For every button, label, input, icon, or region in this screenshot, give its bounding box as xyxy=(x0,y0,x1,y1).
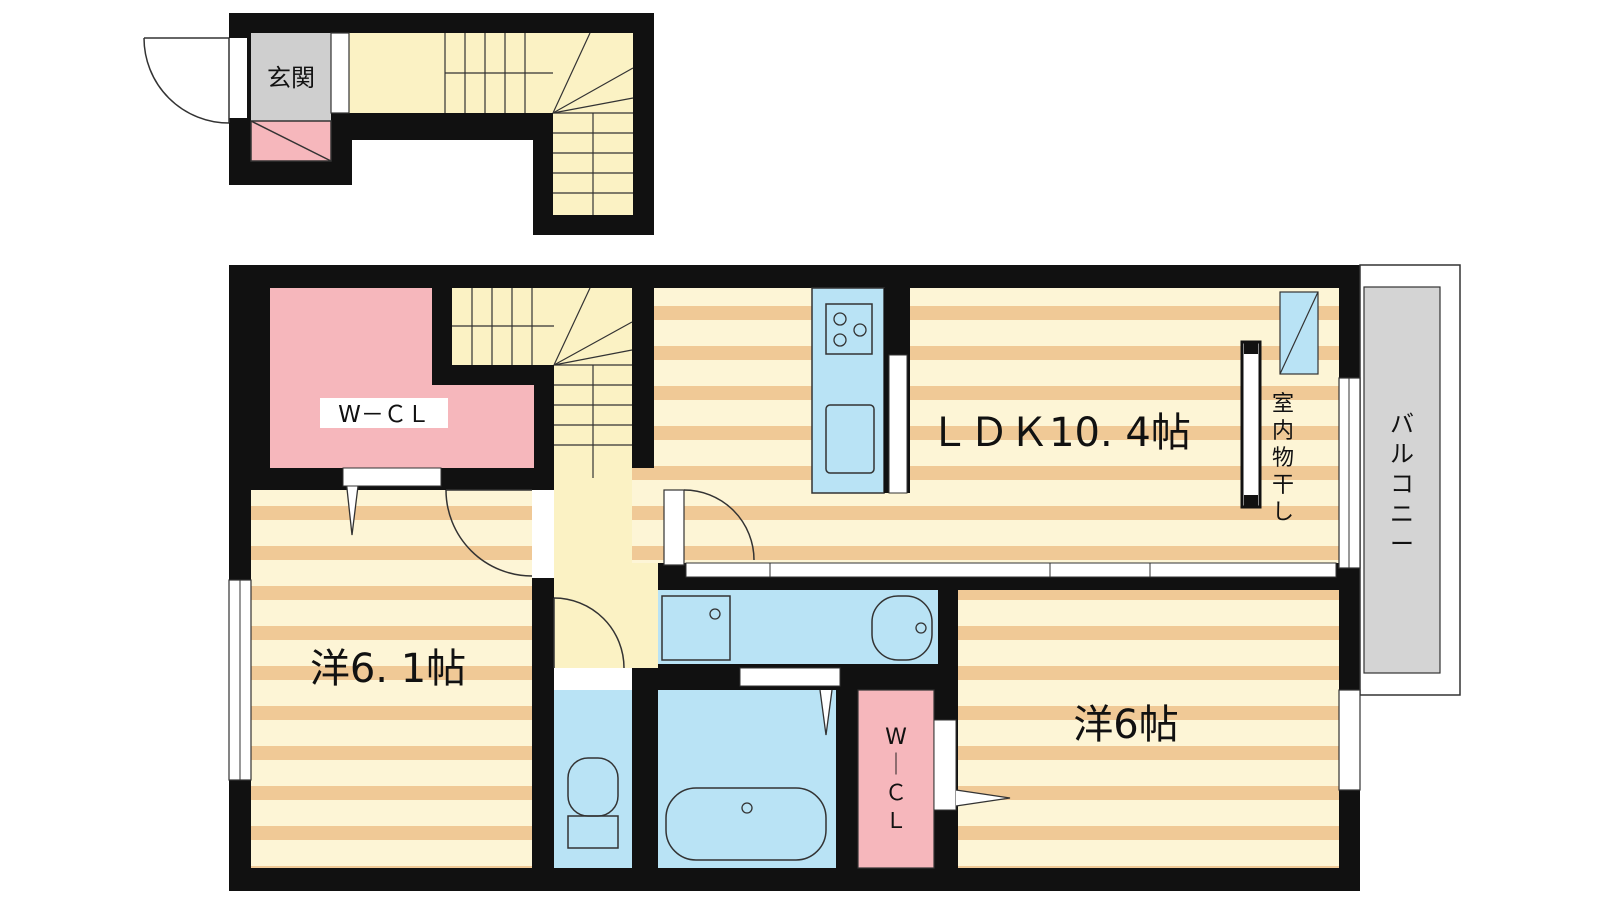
wcl-upper-label: W－ＣＬ xyxy=(338,402,430,428)
balcony-char-5: ー xyxy=(1390,530,1414,558)
balcony-char-1: バ xyxy=(1390,410,1414,438)
toilet-room xyxy=(554,690,632,868)
western-room-left xyxy=(251,490,532,868)
door-ldk xyxy=(663,489,755,566)
genkan-room xyxy=(251,33,331,121)
balcony-char-4: ニ xyxy=(1390,500,1414,528)
wcl-lower-char-2: ｜ xyxy=(885,753,907,778)
indoor-drying-label: 室 内 物 干 し xyxy=(1272,392,1294,525)
washer-icon xyxy=(661,595,731,661)
main-floor: W－ＣＬ xyxy=(228,264,1461,891)
entrance-floor: 玄関 xyxy=(143,13,654,240)
balcony xyxy=(1363,286,1441,674)
door-toilet xyxy=(553,597,632,690)
genkan-label: 玄関 xyxy=(267,64,315,92)
balcony-label: バ ル コ ニ ー xyxy=(1390,410,1414,558)
main-stairs xyxy=(452,287,633,478)
indoor-drying-char-5: し xyxy=(1272,500,1294,525)
wcl-lower-char-4: Ｌ xyxy=(885,809,907,834)
washroom xyxy=(658,590,938,664)
balcony-char-3: コ xyxy=(1390,470,1414,498)
western-room-right xyxy=(958,590,1339,868)
bathtub-icon xyxy=(665,787,827,861)
indoor-drying-char-2: 内 xyxy=(1272,419,1294,444)
indoor-drying-char-3: 物 xyxy=(1272,446,1294,471)
western-left-label: 洋6. 1帖 xyxy=(310,646,466,692)
wcl-lower-char-1: W xyxy=(885,725,907,750)
drying-rack xyxy=(1240,340,1262,509)
ldk-label: ＬＤＫ10. 4帖 xyxy=(929,410,1191,456)
upper-stairs xyxy=(444,32,634,215)
sink-icon xyxy=(825,404,875,474)
bathroom xyxy=(658,690,836,868)
kitchen-counter xyxy=(811,287,885,494)
indoor-drying-char-4: 干 xyxy=(1272,473,1294,498)
wcl-lower-label: W ｜ Ｃ Ｌ xyxy=(885,725,907,834)
western-right-label: 洋6帖 xyxy=(1073,702,1178,748)
door-left-room xyxy=(445,489,554,578)
stove-icon xyxy=(825,303,873,355)
wcl-lower-char-3: Ｃ xyxy=(885,781,907,806)
entrance-door xyxy=(143,37,247,124)
washbasin-icon xyxy=(871,595,933,661)
indoor-drying-char-1: 室 xyxy=(1272,392,1294,417)
ldk-room xyxy=(654,288,1339,563)
balcony-char-2: ル xyxy=(1390,440,1414,468)
wcl-lower-room xyxy=(857,689,935,869)
